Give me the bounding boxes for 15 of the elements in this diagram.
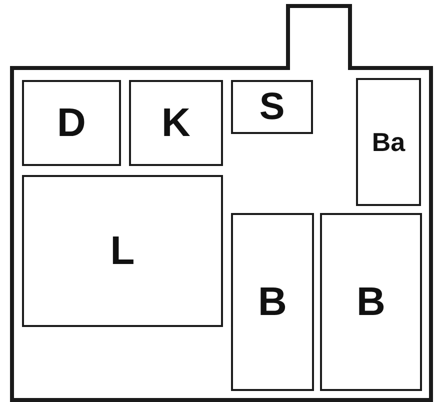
room bbox=[231, 80, 313, 134]
room bbox=[22, 175, 223, 327]
room-label: Ba bbox=[372, 129, 406, 155]
room bbox=[231, 213, 314, 391]
room bbox=[356, 78, 421, 206]
room-label: B bbox=[356, 282, 386, 322]
room-label: S bbox=[259, 88, 285, 126]
room-label: D bbox=[57, 103, 86, 143]
building-outline bbox=[10, 4, 434, 402]
room bbox=[129, 80, 223, 166]
room-label: L bbox=[110, 231, 135, 271]
room bbox=[320, 213, 422, 391]
room-label: K bbox=[162, 103, 190, 143]
room-label: B bbox=[258, 282, 287, 322]
room bbox=[22, 80, 121, 166]
